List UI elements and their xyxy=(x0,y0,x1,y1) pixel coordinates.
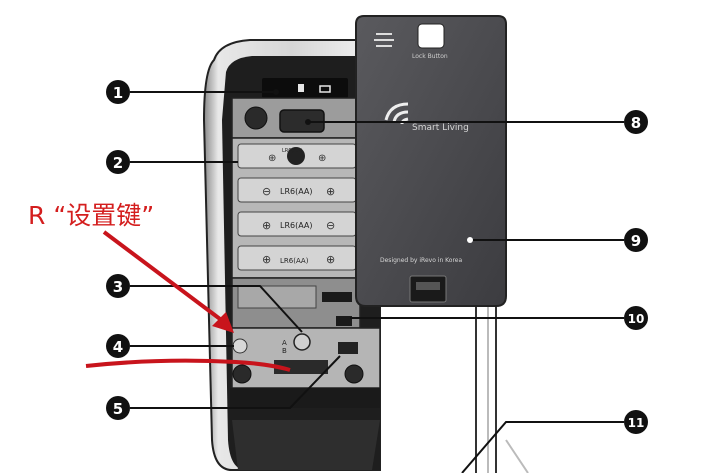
callout-10: 10 xyxy=(624,306,648,330)
svg-text:⊕: ⊕ xyxy=(318,153,326,164)
status-window xyxy=(262,78,348,98)
brand-text: Smart Living xyxy=(412,123,469,133)
svg-text:A: A xyxy=(282,339,287,347)
callout-1: 1 xyxy=(106,80,130,104)
svg-text:⊕: ⊕ xyxy=(326,253,335,266)
callout-9: 9 xyxy=(624,228,648,252)
svg-text:⊖: ⊖ xyxy=(262,185,271,198)
battery-label: LR6(AA) xyxy=(280,187,313,196)
screw-icon xyxy=(232,364,252,384)
knob-icon xyxy=(244,106,268,130)
svg-text:B: B xyxy=(282,347,287,355)
callout-2: 2 xyxy=(106,150,130,174)
designed-text: Designed by iRevo in Korea xyxy=(380,257,462,264)
lock-indicator-icon xyxy=(298,84,304,92)
lock-button-label: Lock Button xyxy=(412,53,448,60)
svg-text:3: 3 xyxy=(113,278,123,296)
svg-text:1: 1 xyxy=(113,84,123,102)
svg-text:2: 2 xyxy=(113,154,123,172)
register-button xyxy=(293,333,311,351)
arrow-icon xyxy=(212,312,234,333)
connector-10 xyxy=(336,316,352,326)
battery-indicator-icon xyxy=(319,85,331,93)
svg-text:11: 11 xyxy=(628,416,645,430)
svg-text:⊕: ⊕ xyxy=(262,219,271,232)
leader-lines xyxy=(130,91,624,473)
svg-text:9: 9 xyxy=(631,232,641,250)
svg-text:⊕: ⊕ xyxy=(326,185,335,198)
svg-text:8: 8 xyxy=(631,114,641,132)
annotation: R “设置键” xyxy=(28,201,291,372)
connector xyxy=(322,292,352,302)
callout-3: 3 xyxy=(106,274,130,298)
svg-text:5: 5 xyxy=(113,400,123,418)
battery-label: LR6(AA) xyxy=(280,257,309,265)
slider-icon xyxy=(374,33,394,47)
svg-text:4: 4 xyxy=(113,338,123,356)
annotation-text: R “设置键” xyxy=(28,201,154,230)
switch-5 xyxy=(338,342,358,354)
battery-label: LR6(AA) xyxy=(282,148,302,154)
callout-5: 5 xyxy=(106,396,130,420)
svg-text:⊕: ⊕ xyxy=(268,153,276,164)
svg-text:⊕: ⊕ xyxy=(262,253,271,266)
svg-text:10: 10 xyxy=(628,312,645,326)
screw-icon xyxy=(344,364,364,384)
battery-label: LR6(AA) xyxy=(280,221,313,230)
button-4 xyxy=(232,338,248,354)
callout-11: 11 xyxy=(624,410,648,434)
battery-cover: Lock Button Smart Living Designed by iRe… xyxy=(355,15,507,307)
callout-8: 8 xyxy=(624,110,648,134)
smart-living-logo-icon xyxy=(384,102,409,125)
svg-text:⊖: ⊖ xyxy=(326,219,335,232)
callout-4: 4 xyxy=(106,334,130,358)
lock-button xyxy=(417,23,445,49)
